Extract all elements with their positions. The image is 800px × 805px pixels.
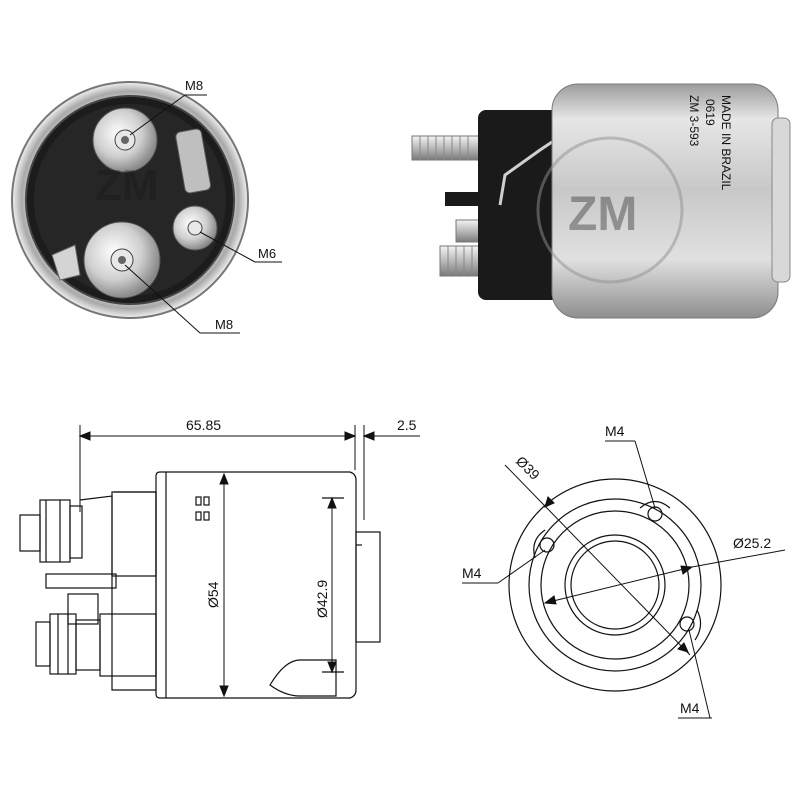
label-m4-top: M4 [605,423,625,439]
hole-left [539,537,555,553]
cap-outline [79,491,157,691]
dim-d25-2 [543,549,786,605]
plunger-outline [355,531,381,643]
flange-circle [528,498,702,672]
hole-bottom [679,616,695,632]
body-outline [155,471,357,699]
end-view-leaders [124,94,282,334]
marking-line3: MADE IN BRAZIL [719,95,733,191]
label-m8-lower: M8 [215,317,233,332]
label-m6: M6 [258,246,276,261]
marking-line1: ZM 3-593 [687,95,701,147]
label-d25-2: Ø25.2 [733,535,771,551]
switch-tab [175,128,212,194]
bracket [51,244,81,281]
cap-tab [445,192,505,206]
label-2-5: 2.5 [397,417,417,433]
m6-terminal [172,205,218,251]
label-m4-left: M4 [462,565,482,581]
label-m4-bottom: M4 [680,700,700,716]
wire-strap [498,138,556,206]
upper-m8-terminal [92,107,158,173]
end-view-photo: ZM [11,81,249,319]
watermark-right: ZM [568,188,637,241]
drawing-lower-nut [35,621,51,667]
upper-bolt-thread [419,136,469,160]
dim-diameter-42-9 [327,496,337,674]
label-65-85: 65.85 [186,417,221,433]
m4-leaders [462,440,712,719]
center-bore [564,534,666,636]
label-d42-9: Ø42.9 [314,580,330,618]
dim-length [78,425,420,520]
drawing-tab [45,573,117,589]
marking-line2: 0619 [703,99,717,126]
drawing-upper-nut [19,514,41,552]
watermark-ring [536,136,684,284]
dim-d39 [504,464,691,656]
upper-bolt [411,135,483,161]
drawing-lower-hex [49,613,77,675]
front-drawing [508,478,722,692]
plunger-face [771,117,791,283]
drawing-upper-hex [39,499,71,563]
can-marking: ZM 3-593 0619 MADE IN BRAZIL [687,95,733,191]
label-d39: Ø39 [513,453,543,483]
dim-diameter-54 [219,472,229,698]
drawing-bracket [269,659,337,697]
outer-circle [508,478,722,692]
label-d54: Ø54 [205,581,221,608]
side-drawing [19,471,381,699]
label-m8-upper: M8 [185,78,203,93]
inner-ring [540,510,690,660]
side-view-photo: ZM ZM 3-593 0619 MADE IN BRAZIL [411,83,791,319]
watermark-left: ZM [95,161,159,210]
lower-bolt-thread [447,246,473,276]
terminal-cap [478,110,560,300]
